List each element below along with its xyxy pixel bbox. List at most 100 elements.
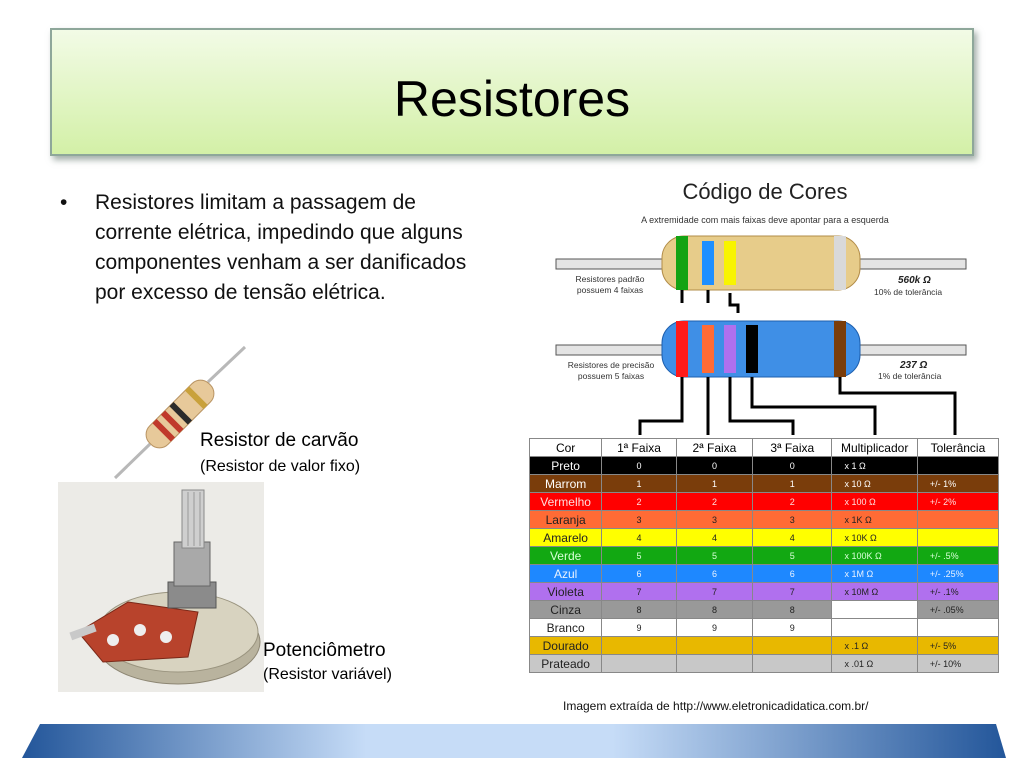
cell-faixa-1: 3 (601, 510, 677, 529)
cell-faixa-1: 0 (601, 456, 677, 475)
cell-tolerancia (916, 618, 1000, 637)
header-faixa-3: 3ª Faixa (752, 438, 833, 457)
five-band-label: Resistores de precisão possuem 5 faixas (556, 360, 666, 382)
cell-tolerancia: +/- 5% (916, 636, 1000, 655)
cell-faixa-3: 3 (752, 510, 833, 529)
slide-title: Resistores (393, 71, 631, 127)
cell-tolerancia: +/- .05% (916, 600, 1000, 619)
cell-faixa-2: 5 (675, 546, 754, 565)
cell-faixa-3: 5 (752, 546, 833, 565)
cell-faixa-2: 0 (675, 456, 754, 475)
potentiometer-subcaption: (Resistor variável) (263, 666, 392, 683)
carbon-resistor-caption: Resistor de carvão (200, 430, 359, 451)
cell-tolerancia: +/- 10% (916, 654, 1000, 673)
cell-faixa-3: 9 (752, 618, 833, 637)
cell-faixa-1: 8 (601, 600, 677, 619)
cell-multiplicador: x 100K Ω (831, 546, 918, 565)
table-row: Prateado x .01 Ω+/- 10% (528, 654, 1000, 673)
image-credit: Imagem extraída de http://www.eletronica… (563, 699, 869, 713)
potentiometer-image (58, 482, 264, 692)
cell-cor: Prateado (528, 654, 603, 673)
bullet-marker: • (60, 191, 68, 214)
cell-faixa-2: 1 (675, 474, 754, 493)
cell-faixa-1: 5 (601, 546, 677, 565)
potentiometer-caption: Potenciômetro (263, 640, 386, 661)
cell-multiplicador: x 1M Ω (831, 564, 918, 583)
cell-faixa-3: 7 (752, 582, 833, 601)
cell-multiplicador: x .1 Ω (831, 636, 918, 655)
cell-faixa-3: 2 (752, 492, 833, 511)
cell-tolerancia (916, 510, 1000, 529)
cell-faixa-1: 4 (601, 528, 677, 547)
bullet-point: • Resistores limitam a passagem de corre… (60, 188, 470, 308)
footer-stripe (22, 724, 1006, 758)
header-faixa-1: 1ª Faixa (601, 438, 677, 457)
cell-tolerancia: +/- 2% (916, 492, 1000, 511)
title-banner: Resistores (50, 28, 974, 156)
cell-faixa-3: 4 (752, 528, 833, 547)
cell-cor: Laranja (528, 510, 603, 529)
cell-faixa-1: 1 (601, 474, 677, 493)
cell-faixa-2: 7 (675, 582, 754, 601)
cell-cor: Marrom (528, 474, 603, 493)
cell-multiplicador: x 10M Ω (831, 582, 918, 601)
cell-cor: Preto (528, 456, 603, 475)
resistor-band-drawing (555, 235, 967, 435)
cell-faixa-1 (601, 636, 677, 655)
color-code-table: Cor 1ª Faixa 2ª Faixa 3ª Faixa Multiplic… (528, 438, 1000, 673)
cell-faixa-2 (675, 636, 754, 655)
cell-tolerancia (916, 456, 1000, 475)
cell-tolerancia (916, 528, 1000, 547)
cell-cor: Verde (528, 546, 603, 565)
header-cor: Cor (528, 438, 603, 457)
five-band-tolerance: 1% de tolerância (878, 371, 942, 381)
header-tolerancia: Tolerância (916, 438, 1000, 457)
cell-multiplicador: x 1 Ω (831, 456, 918, 475)
cell-tolerancia: +/- .5% (916, 546, 1000, 565)
cell-faixa-3 (752, 636, 833, 655)
cell-faixa-1: 7 (601, 582, 677, 601)
carbon-resistor-subcaption: (Resistor de valor fixo) (200, 458, 361, 475)
bullet-text: Resistores limitam a passagem de corrent… (95, 191, 467, 304)
four-band-value: 560k Ω (898, 275, 931, 286)
cell-tolerancia: +/- 1% (916, 474, 1000, 493)
five-band-value: 237 Ω (900, 360, 928, 371)
four-band-label-line1: Resistores padrão (575, 274, 645, 284)
cell-cor: Vermelho (528, 492, 603, 511)
table-header-row: Cor 1ª Faixa 2ª Faixa 3ª Faixa Multiplic… (528, 438, 1000, 457)
cell-faixa-1 (601, 654, 677, 673)
cell-faixa-3: 0 (752, 456, 833, 475)
cell-faixa-1: 9 (601, 618, 677, 637)
cell-cor: Azul (528, 564, 603, 583)
cell-faixa-2: 3 (675, 510, 754, 529)
cell-faixa-2: 2 (675, 492, 754, 511)
color-code-title: Código de Cores (682, 179, 848, 204)
cell-faixa-3: 1 (752, 474, 833, 493)
cell-faixa-2 (675, 654, 754, 673)
cell-multiplicador: x 10K Ω (831, 528, 918, 547)
cell-multiplicador: x 10 Ω (831, 474, 918, 493)
cell-multiplicador: x .01 Ω (831, 654, 918, 673)
cell-cor: Violeta (528, 582, 603, 601)
cell-faixa-2: 4 (675, 528, 754, 547)
five-band-label-line2: possuem 5 faixas (577, 371, 645, 381)
cell-faixa-1: 6 (601, 564, 677, 583)
cell-faixa-3: 8 (752, 600, 833, 619)
color-code-diagram: Código de Cores A extremidade com mais f… (520, 175, 1010, 435)
cell-tolerancia: +/- .1% (916, 582, 1000, 601)
cell-multiplicador (831, 618, 918, 637)
cell-cor: Amarelo (528, 528, 603, 547)
four-band-label-line2: possuem 4 faixas (576, 285, 644, 295)
cell-faixa-2: 8 (675, 600, 754, 619)
cell-multiplicador: x 1K Ω (831, 510, 918, 529)
cell-cor: Cinza (528, 600, 603, 619)
